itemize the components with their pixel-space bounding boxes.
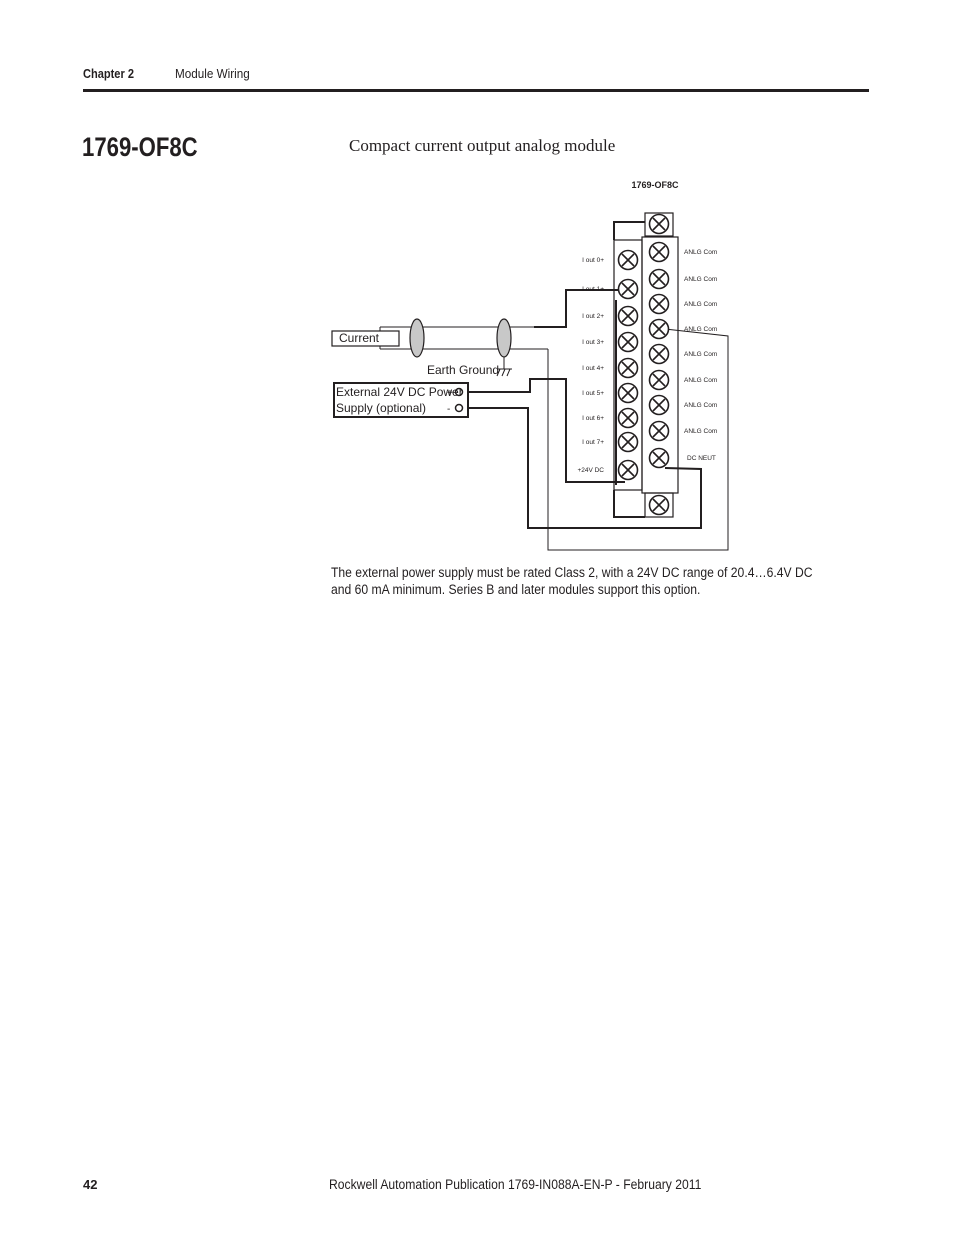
right-terminal-label: ANLG Com xyxy=(684,276,717,283)
minus-label: - xyxy=(447,404,450,415)
cable-shield-right xyxy=(496,318,512,358)
left-terminal-label: I out 2+ xyxy=(582,313,604,320)
power-label-line1: External 24V DC Power xyxy=(336,385,463,399)
terminal-screw-icon xyxy=(648,268,670,290)
terminal-screw-icon xyxy=(617,407,639,429)
right-terminal-label: ANLG Com xyxy=(684,249,717,256)
right-terminal-label: ANLG Com xyxy=(684,351,717,358)
terminal-screw-icon xyxy=(648,494,670,516)
right-terminal-label: ANLG Com xyxy=(684,377,717,384)
left-terminal-label: I out 0+ xyxy=(582,257,604,264)
terminal-screw-icon xyxy=(617,357,639,379)
terminal-screw-icon xyxy=(617,382,639,404)
terminal-screw-icon xyxy=(648,241,670,263)
left-terminal-label: I out 4+ xyxy=(582,365,604,372)
page-subtitle: Compact current output analog module xyxy=(349,136,616,155)
terminal-screw-icon xyxy=(648,369,670,391)
power-label-line2: Supply (optional) xyxy=(336,401,426,415)
note-line-2: and 60 mA minimum. Series B and later mo… xyxy=(331,582,701,597)
left-terminal-label: I out 5+ xyxy=(582,390,604,397)
plus-terminal-icon xyxy=(454,387,464,397)
left-terminal-label: I out 6+ xyxy=(582,415,604,422)
minus-terminal-icon xyxy=(454,403,464,413)
terminal-screw-icon xyxy=(648,293,670,315)
right-terminal-label: ANLG Com xyxy=(684,402,717,409)
terminal-screw-icon xyxy=(617,431,639,453)
left-terminal-label: +24V DC xyxy=(577,467,604,474)
note-line-1: The external power supply must be rated … xyxy=(331,565,813,580)
left-terminal-label: I out 7+ xyxy=(582,439,604,446)
right-terminal-label: ANLG Com xyxy=(684,326,717,333)
terminal-screw-icon xyxy=(617,249,639,271)
earth-ground-icon xyxy=(496,357,512,377)
current-label: Current xyxy=(339,331,380,345)
chapter-name: Module Wiring xyxy=(175,66,250,81)
current-box xyxy=(331,330,400,347)
plus-label: + xyxy=(447,388,453,399)
cable-shield-left xyxy=(409,318,425,358)
terminal-screw-icon xyxy=(648,447,670,469)
top-terminal-box xyxy=(644,212,674,237)
earth-ground-label: Earth Ground xyxy=(427,363,499,377)
left-terminal-label: I out 1+ xyxy=(582,286,604,293)
terminal-screw-icon xyxy=(648,394,670,416)
left-terminal-label: I out 3+ xyxy=(582,339,604,346)
terminal-screw-icon xyxy=(617,459,639,481)
terminal-screw-icon xyxy=(617,305,639,327)
terminal-screw-icon xyxy=(648,318,670,340)
page-number: 42 xyxy=(83,1177,98,1192)
power-supply-box xyxy=(333,382,469,418)
page-title: 1769-OF8C xyxy=(82,132,198,162)
note-text: The external power supply must be rated … xyxy=(331,564,813,598)
terminal-screw-icon xyxy=(648,420,670,442)
terminal-screw-icon xyxy=(648,343,670,365)
module-label: 1769-OF8C xyxy=(631,180,679,190)
header-rule xyxy=(83,89,869,92)
terminal-screw-icon xyxy=(617,278,639,300)
right-terminal-label: ANLG Com xyxy=(684,428,717,435)
publication-info: Rockwell Automation Publication 1769-IN0… xyxy=(329,1177,702,1192)
right-terminal-label: DC NEUT xyxy=(687,455,716,462)
terminal-screw-icon xyxy=(648,213,670,235)
bottom-terminal-box xyxy=(644,492,674,518)
right-terminal-label: ANLG Com xyxy=(684,301,717,308)
chapter-label: Chapter 2 xyxy=(83,66,134,81)
terminal-screw-icon xyxy=(617,331,639,353)
